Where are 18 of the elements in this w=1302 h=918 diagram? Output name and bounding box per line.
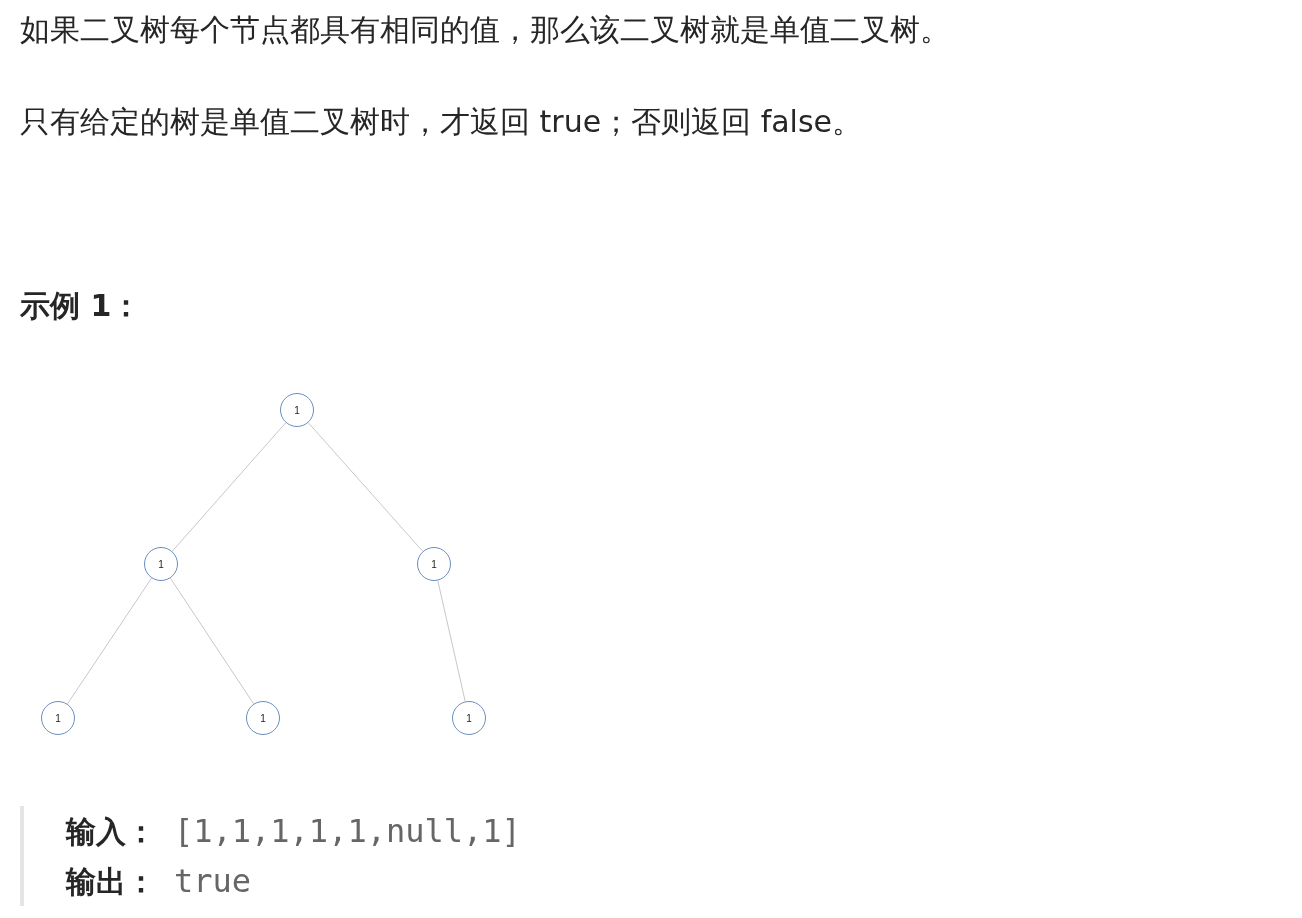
tree-node-circle: 1 [144,547,178,581]
field-label: 输出： [66,863,156,901]
tree-node-circle: 1 [246,701,280,735]
tree-node-circle: 1 [452,701,486,735]
tree-edge-line [437,580,466,702]
paragraph-text: 如果二叉树每个节点都具有相同的值，那么该二叉树就是单值二叉树。 [20,11,950,49]
tree-edge-line [169,577,255,705]
code-text: true [174,862,252,900]
tree-edge-line [307,422,424,552]
section-heading: 示例 1： [20,287,142,325]
field-label: 输入： [66,813,156,851]
paragraph-text: 只有给定的树是单值二叉树时，才返回 true；否则返回 false。 [20,103,862,141]
tree-edge-line [66,577,153,705]
tree-node-circle: 1 [417,547,451,581]
code-text: [1,1,1,1,1,null,1] [174,812,521,850]
tree-node-circle: 1 [280,393,314,427]
tree-edge-line [171,422,287,552]
tree-node-circle: 1 [41,701,75,735]
